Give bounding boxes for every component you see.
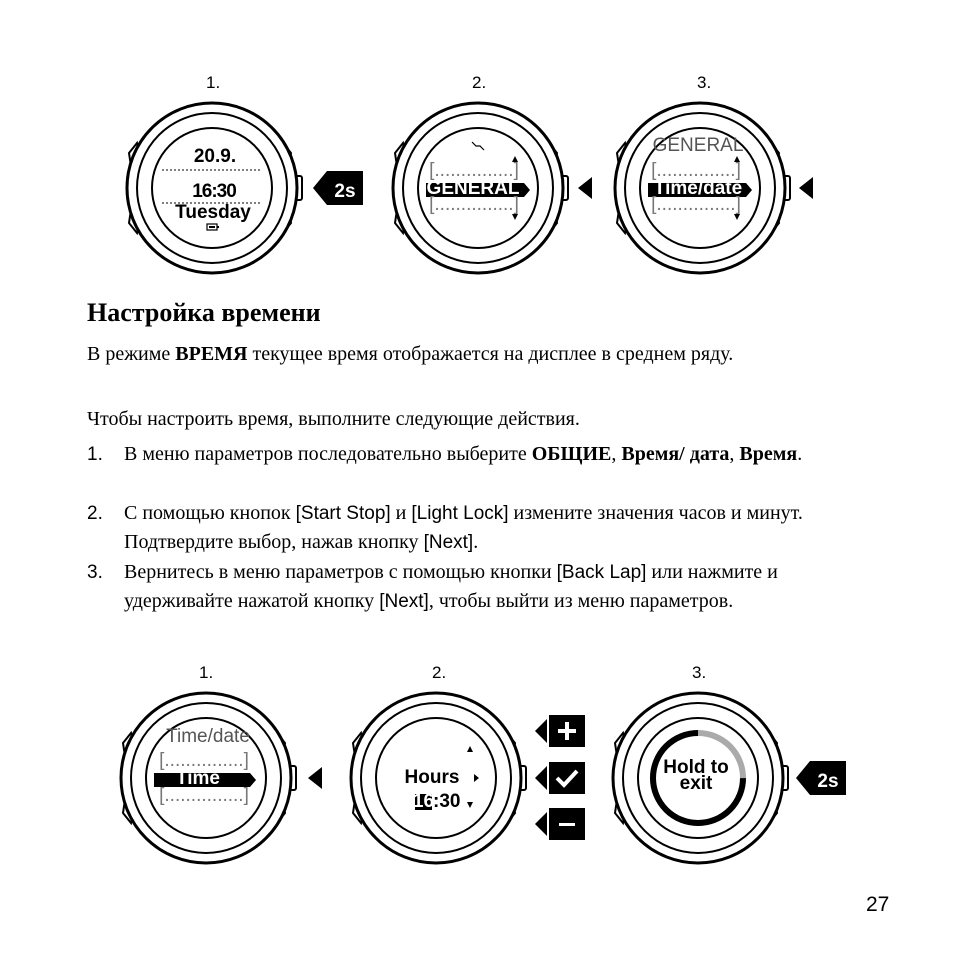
top-step-2-label: 2. bbox=[472, 73, 487, 92]
menu-highlight: Time/date bbox=[654, 178, 742, 199]
press-next-arrow-icon bbox=[578, 177, 592, 199]
menu-placeholder-top: [...............] bbox=[429, 160, 519, 181]
top-step-1-label: 1. bbox=[206, 73, 221, 92]
setting-label: Hours bbox=[405, 767, 460, 788]
page-number: 27 bbox=[866, 893, 890, 916]
next-arrow-icon bbox=[474, 774, 479, 782]
intro-paragraph: В режиме ВРЕМЯ текущее время отображаетс… bbox=[87, 343, 734, 365]
battery-icon bbox=[206, 223, 219, 231]
watch-menu-timedate: GENERAL [...............] Time/date [...… bbox=[613, 101, 791, 275]
watch-time-display: 20.9. 16:30 Tuesday bbox=[125, 101, 303, 275]
key-start-stop: [Start Stop] bbox=[295, 503, 391, 524]
scroll-up-icon bbox=[734, 156, 740, 162]
plus-button-icon bbox=[535, 715, 585, 747]
svg-text:2s: 2s bbox=[334, 181, 355, 202]
menu-highlight: GENERAL bbox=[427, 178, 520, 199]
step-3: 3. Вернитесь в меню параметров с помощью… bbox=[87, 561, 778, 612]
key-next: [Next] bbox=[423, 532, 474, 553]
menu-title: Time/date bbox=[166, 726, 250, 747]
watch-hours-setting: Hours 16 :30 bbox=[349, 691, 527, 865]
watch-hold-to-exit: Hold to exit bbox=[611, 691, 789, 865]
minutes-value: :30 bbox=[433, 791, 460, 812]
top-step-3-label: 3. bbox=[697, 73, 712, 92]
key-back-lap: [Back Lap] bbox=[556, 562, 647, 583]
minus-button-icon bbox=[535, 808, 585, 840]
menu-placeholder-top: [...............] bbox=[651, 160, 741, 181]
exit-progress-ring bbox=[650, 730, 746, 826]
key-next: [Next] bbox=[379, 591, 429, 612]
wrench-icon bbox=[471, 141, 485, 151]
bottom-step-1-label: 1. bbox=[199, 663, 214, 682]
hold-2s-badge: 2s bbox=[796, 761, 846, 795]
menu-highlight: Time bbox=[176, 768, 220, 789]
watch-time: 16:30 bbox=[192, 181, 236, 202]
scroll-down-icon bbox=[734, 214, 740, 220]
key-light-lock: [Light Lock] bbox=[411, 503, 509, 524]
menu-placeholder-top: [...............] bbox=[159, 750, 249, 771]
step-1: 1. В меню параметров последовательно выб… bbox=[87, 443, 803, 465]
svg-text:2s: 2s bbox=[817, 771, 838, 792]
scroll-down-icon bbox=[467, 802, 473, 808]
watch-menu-general: [...............] GENERAL [.............… bbox=[391, 101, 569, 275]
bottom-step-2-label: 2. bbox=[432, 663, 447, 682]
scroll-up-icon bbox=[467, 746, 473, 752]
step-2: 2. С помощью кнопок [Start Stop] и [Ligh… bbox=[87, 502, 803, 553]
bottom-step-3-label: 3. bbox=[692, 663, 707, 682]
check-button-icon bbox=[535, 762, 585, 794]
watch-menu-time: Time/date [...............] Time [......… bbox=[119, 691, 297, 865]
menu-placeholder-bottom: [...............] bbox=[159, 785, 249, 806]
hold-text-line1: Hold to bbox=[663, 757, 728, 778]
hold-2s-badge: 2s bbox=[313, 171, 363, 205]
menu-title: GENERAL bbox=[653, 135, 744, 156]
section-heading: Настройка времени bbox=[87, 298, 321, 327]
hours-value: 16 bbox=[413, 791, 434, 812]
instruction-text: Чтобы настроить время, выполните следующ… bbox=[87, 408, 580, 430]
scroll-up-icon bbox=[512, 156, 518, 162]
menu-placeholder-bottom: [...............] bbox=[651, 194, 741, 215]
menu-placeholder-bottom: [...............] bbox=[429, 194, 519, 215]
scroll-down-icon bbox=[512, 214, 518, 220]
watch-date: 20.9. bbox=[194, 146, 236, 167]
hold-text-line2: exit bbox=[680, 773, 713, 794]
press-next-arrow-icon bbox=[308, 767, 322, 789]
watch-day: Tuesday bbox=[175, 202, 251, 223]
press-next-arrow-icon bbox=[799, 177, 813, 199]
